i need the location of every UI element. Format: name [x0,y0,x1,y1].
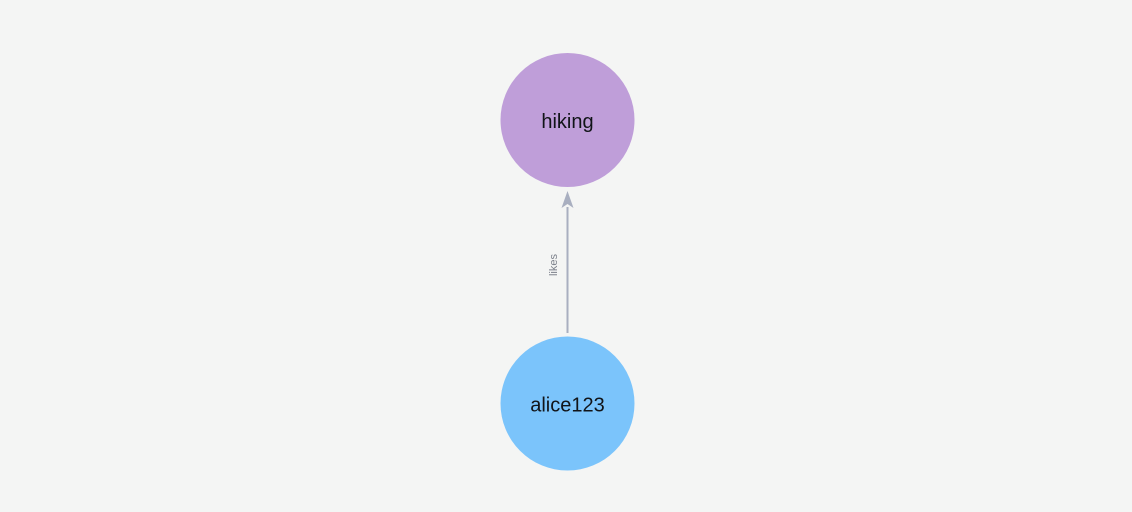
node-circle-hiking[interactable] [500,53,635,187]
node-label-hiking: hiking [541,111,593,133]
node-circle-alice123[interactable] [500,336,635,471]
graph-edge-alice123-likes-hiking[interactable]: likes [548,191,574,333]
arrowhead-icon [561,191,574,208]
node-label-alice123: alice123 [530,395,605,417]
graph-node-alice123[interactable]: alice123 [500,336,635,471]
graph-node-hiking[interactable]: hiking [500,53,635,187]
edge-label-likes: likes [548,254,560,277]
